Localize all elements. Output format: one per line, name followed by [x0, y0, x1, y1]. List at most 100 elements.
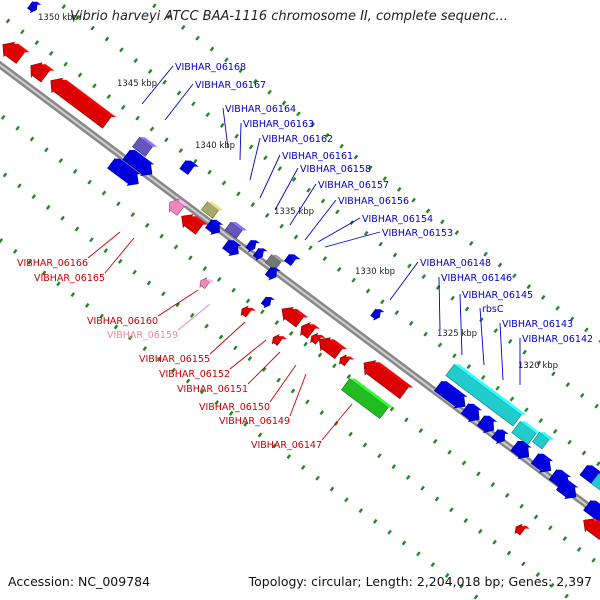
gene-feature-forward [107, 158, 139, 186]
gene-feature-bevel [289, 254, 301, 260]
guide-dot [377, 453, 382, 459]
topology-summary: Topology: circular; Length: 2,204,018 bp… [248, 574, 592, 589]
guide-dot [44, 147, 49, 153]
guide-dot [324, 132, 330, 138]
guide-dot [205, 112, 211, 118]
guide-dot [216, 276, 222, 282]
guide-dot [231, 287, 236, 293]
guide-dot [180, 24, 186, 30]
guide-dot [263, 155, 268, 161]
guide-dot [185, 378, 191, 384]
guide-dot [552, 428, 558, 434]
guide-dot [31, 194, 37, 200]
guide-dot [27, 259, 32, 265]
guide-dot [116, 201, 121, 207]
guide-dot [34, 40, 40, 46]
guide-dot [477, 528, 483, 534]
guide-dot [156, 356, 162, 362]
guide-dot [267, 89, 272, 95]
guide-dot [279, 223, 284, 229]
guide-dot [449, 507, 454, 513]
gene-feature-bevel [292, 309, 309, 318]
leader-line [247, 351, 281, 385]
leader-line [438, 276, 441, 331]
gene-feature-forward [555, 479, 577, 499]
guide-dot [389, 406, 395, 412]
gene-feature-reverse [2, 41, 26, 64]
guide-dot [74, 226, 80, 232]
guide-dot [257, 432, 263, 438]
scale-tick-label: 1325 kbp [437, 329, 477, 339]
guide-dot [596, 461, 600, 467]
guide-dot [564, 593, 569, 599]
guide-dot [48, 50, 54, 56]
gene-feature-bevel [349, 378, 394, 408]
guide-dot [440, 219, 445, 225]
guide-dot [293, 234, 299, 240]
gene-feature-reverse [583, 518, 600, 540]
guide-dot [344, 497, 349, 503]
guide-dot [551, 371, 556, 377]
gene-feature-bevel [61, 79, 116, 117]
guide-dot [509, 396, 515, 402]
guide-dot [387, 529, 392, 535]
guide-dot [519, 503, 524, 509]
guide-dot [362, 442, 368, 448]
guide-dot [461, 460, 467, 466]
guide-dot [310, 122, 316, 128]
guide-dot [576, 546, 582, 552]
gene-feature-bevel [539, 432, 555, 440]
guide-dot [303, 341, 308, 347]
gene-label: VIBHAR_06165 [34, 273, 105, 284]
guide-dot [189, 312, 195, 318]
guide-dot [382, 176, 388, 182]
guide-dot [320, 198, 326, 204]
gene-label: VIBHAR_06164 [225, 104, 296, 115]
guide-dot [404, 417, 409, 423]
guide-dot [538, 418, 544, 424]
guide-dot [132, 269, 137, 275]
guide-dot [77, 72, 83, 78]
guide-dot [117, 258, 123, 264]
guide-dot [264, 212, 270, 218]
gene-label-layer: VIBHAR_06168VIBHAR_06167VIBHAR_06164VIBH… [17, 62, 593, 451]
guide-dot [339, 143, 344, 149]
gene-feature-bevel [468, 403, 482, 411]
leader-line [479, 307, 485, 366]
guide-dot [535, 572, 541, 578]
guide-dot [120, 104, 126, 110]
gene-feature-reverse [318, 337, 343, 360]
map-title: Vibrio harveyi ATCC BAA-1116 chromosome … [70, 9, 508, 24]
gene-feature-box [590, 473, 600, 491]
gene-feature-bevel [587, 465, 600, 475]
gene-feature-forward [370, 308, 381, 321]
gene-feature-bevel [40, 64, 55, 71]
gene-feature-bevel [316, 334, 326, 338]
gene-label: rbsC [482, 304, 504, 315]
scale-tick-label: 1345 kbp [117, 79, 157, 89]
leader-line [259, 154, 281, 199]
guide-dot [191, 101, 196, 107]
guide-dot [492, 539, 497, 545]
gene-label: VIBHAR_06166 [17, 258, 88, 269]
guide-dot [103, 248, 109, 254]
guide-dot [473, 594, 479, 600]
guide-dot [45, 204, 51, 210]
guide-dot [407, 263, 412, 269]
guide-dot [421, 274, 427, 280]
guide-dot [106, 94, 112, 100]
gene-label: VIBHAR_06147 [251, 440, 322, 451]
accession-text: Accession: NC_009784 [8, 574, 151, 589]
guide-dot [522, 349, 527, 355]
guide-dot [363, 230, 369, 236]
guide-dot [353, 154, 359, 160]
guide-dot [579, 392, 585, 398]
guide-dot [101, 190, 107, 196]
guide-dot [204, 323, 209, 329]
guide-dot [60, 215, 65, 221]
gene-feature-forward [27, 1, 38, 13]
gene-label: VIBHAR_06146 [441, 273, 512, 284]
guide-dot [391, 464, 397, 470]
guide-dot [365, 288, 371, 294]
